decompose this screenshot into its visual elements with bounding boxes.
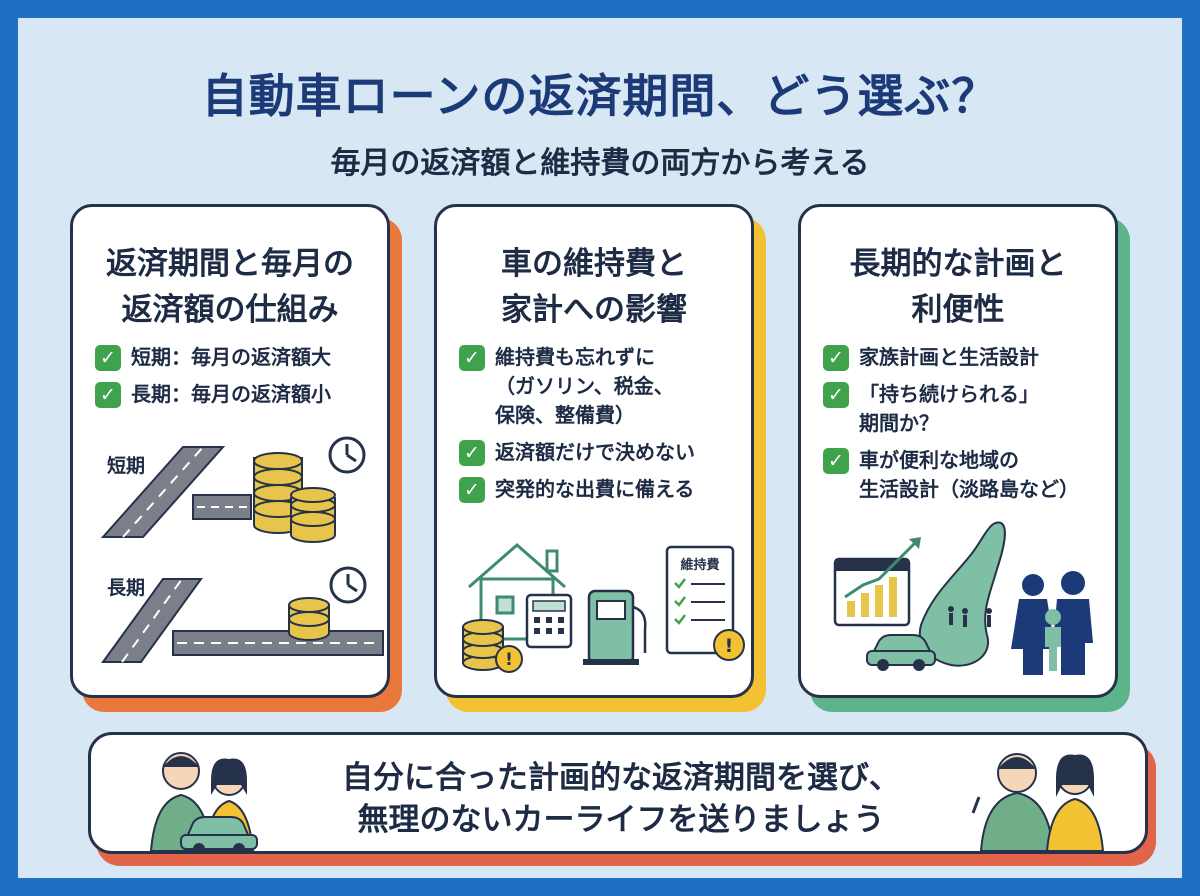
- checklist-item: ✓ 維持費も忘れずに （ガソリン、税金、 保険、整備費）: [459, 343, 737, 430]
- checklist-item-text: 長期：毎月の返済額小: [131, 382, 331, 406]
- card-title: 車の維持費と 家計への影響: [437, 241, 751, 333]
- card-body: 長期的な計画と 利便性 ✓ 家族計画と生活設計 ✓ 「持ち続けられる」 期間か？…: [798, 204, 1118, 698]
- label-long-term: 長期: [107, 577, 146, 599]
- card-long-term-planning: 長期的な計画と 利便性 ✓ 家族計画と生活設計 ✓ 「持ち続けられる」 期間か？…: [798, 204, 1132, 712]
- page-title: 自動車ローンの返済期間、どう選ぶ？: [201, 69, 999, 123]
- calculator-icon: [525, 593, 573, 649]
- warning-icon: !: [713, 629, 745, 661]
- check-icon: ✓: [459, 345, 485, 371]
- coins-icon: [288, 597, 330, 641]
- checklist: ✓ 短期：毎月の返済額大 ✓ 長期：毎月の返済額小: [95, 343, 373, 417]
- banner-line1: 自分に合った計画的な返済期間を選び、: [342, 760, 900, 796]
- card-title-line2: 利便性: [911, 292, 1005, 328]
- label-short-term: 短期: [107, 455, 146, 477]
- conclusion-banner: 自分に合った計画的な返済期間を選び、 無理のないカーライフを送りましょう: [88, 732, 1158, 866]
- card-body: 車の維持費と 家計への影響 ✓ 維持費も忘れずに （ガソリン、税金、 保険、整備…: [434, 204, 754, 698]
- card-title-line2: 家計への影響: [501, 292, 687, 328]
- banner-body: 自分に合った計画的な返済期間を選び、 無理のないカーライフを送りましょう: [88, 732, 1148, 854]
- checklist-item-text: 維持費も忘れずに （ガソリン、税金、 保険、整備費）: [495, 345, 674, 427]
- checklist: ✓ 家族計画と生活設計 ✓ 「持ち続けられる」 期間か？ ✓ 車が便利な地域の …: [823, 343, 1101, 512]
- card-body: 返済期間と毎月の 返済額の仕組み ✓ 短期：毎月の返済額大 ✓ 長期：毎月の返済…: [70, 204, 390, 698]
- checklist-item: ✓ 突発的な出費に備える: [459, 475, 737, 504]
- checklist-doc-label: 維持費: [680, 557, 719, 573]
- repayment-illustration: [100, 436, 384, 663]
- checklist-item: ✓ 返済額だけで決めない: [459, 438, 737, 467]
- checklist-icon: 維持費: [665, 545, 735, 655]
- checklist-item-text: 返済額だけで決めない: [495, 440, 695, 464]
- check-icon: ✓: [823, 382, 849, 408]
- coins-icon: [253, 452, 336, 543]
- warning-icon: !: [495, 645, 523, 673]
- family-icon: [1011, 571, 1093, 675]
- card-repayment-mechanism: 返済期間と毎月の 返済額の仕組み ✓ 短期：毎月の返済額大 ✓ 長期：毎月の返済…: [70, 204, 404, 712]
- card-title-line1: 返済期間と毎月の: [106, 246, 354, 282]
- card-title-line1: 長期的な計画と: [849, 246, 1067, 282]
- checklist: ✓ 維持費も忘れずに （ガソリン、税金、 保険、整備費） ✓ 返済額だけで決めな…: [459, 343, 737, 512]
- check-icon: ✓: [95, 345, 121, 371]
- calendar-chart-icon: [833, 537, 921, 627]
- checklist-item-text: 突発的な出費に備える: [495, 477, 695, 501]
- checklist-item-text: 「持ち続けられる」 期間か？: [859, 382, 1039, 435]
- card-title-line2: 返済額の仕組み: [121, 292, 339, 328]
- car-icon: [866, 634, 936, 671]
- banner-line2: 無理のないカーライフを送りましょう: [357, 802, 885, 838]
- planning-illustration: [833, 521, 1093, 675]
- couple-with-car-icon: [149, 752, 258, 851]
- road-icon: [101, 578, 384, 663]
- infographic-panel: 自動車ローンの返済期間、どう選ぶ？ 毎月の返済額と維持費の両方から考える 返済期…: [18, 18, 1182, 878]
- road-icon: [100, 446, 252, 538]
- card-title: 長期的な計画と 利便性: [801, 241, 1115, 333]
- coins-icon: [462, 619, 504, 671]
- fuel-pump-icon: [583, 589, 647, 665]
- page-subtitle: 毎月の返済額と維持費の両方から考える: [330, 146, 870, 181]
- card-title: 返済期間と毎月の 返済額の仕組み: [73, 241, 387, 333]
- checklist-item-text: 短期：毎月の返済額大: [131, 345, 331, 369]
- checklist-item-text: 家族計画と生活設計: [859, 345, 1039, 369]
- check-icon: ✓: [95, 382, 121, 408]
- check-icon: ✓: [823, 345, 849, 371]
- clock-icon: [329, 566, 367, 604]
- checklist-item-text: 車が便利な地域の 生活設計（淡路島など）: [859, 448, 1079, 501]
- maintenance-illustration: ! 維持費: [462, 543, 745, 673]
- svg-text:!: !: [725, 635, 734, 657]
- card-title-line1: 車の維持費と: [501, 246, 687, 282]
- svg-text:!: !: [505, 650, 513, 670]
- check-icon: ✓: [459, 477, 485, 503]
- check-icon: ✓: [823, 448, 849, 474]
- checklist-item: ✓ 長期：毎月の返済額小: [95, 380, 373, 409]
- card-maintenance-costs: 車の維持費と 家計への影響 ✓ 維持費も忘れずに （ガソリン、税金、 保険、整備…: [434, 204, 768, 712]
- checklist-item: ✓ 短期：毎月の返済額大: [95, 343, 373, 372]
- banner-text: 自分に合った計画的な返済期間を選び、 無理のないカーライフを送りましょう: [291, 757, 951, 841]
- checklist-item: ✓ 「持ち続けられる」 期間か？: [823, 380, 1101, 438]
- clock-icon: [328, 436, 366, 474]
- checklist-item: ✓ 車が便利な地域の 生活設計（淡路島など）: [823, 446, 1101, 504]
- island-map-icon: [918, 521, 1006, 667]
- couple-icon: [971, 753, 1105, 851]
- checklist-item: ✓ 家族計画と生活設計: [823, 343, 1101, 372]
- check-icon: ✓: [459, 440, 485, 466]
